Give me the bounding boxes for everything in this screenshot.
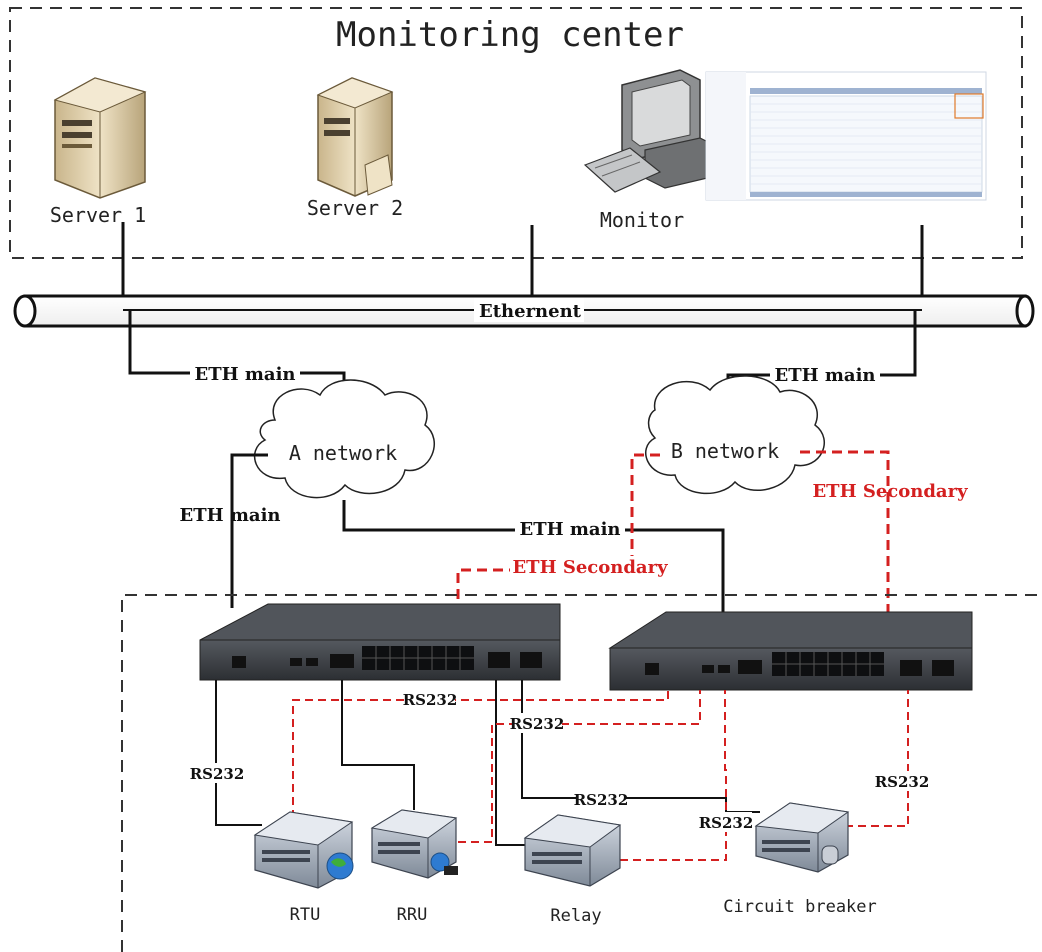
relay-device-icon	[523, 814, 622, 887]
switch-left	[199, 603, 561, 681]
server-1-icon	[53, 77, 147, 199]
monitoring-center-boundary	[9, 7, 1023, 259]
a-network-cloud	[254, 379, 435, 499]
rru-label: RRU	[397, 905, 428, 925]
circuit-breaker-device-icon	[754, 802, 850, 873]
rtu-label: RTU	[290, 905, 321, 925]
ethernet-bus-label: Ethernent	[479, 301, 582, 322]
eth-secondary-label-a: ETH Secondary	[512, 557, 668, 578]
rru-device-icon	[370, 809, 458, 879]
relay-label: Relay	[550, 906, 601, 926]
eth-secondary-label-b: ETH Secondary	[812, 481, 968, 502]
rs232-label-relay: RS232	[574, 791, 629, 809]
monitoring-software-screenshot	[705, 71, 987, 201]
eth-main-label-a-top: ETH main	[194, 364, 295, 385]
b-network-label: B network	[671, 439, 779, 463]
rs232-label-rtu: RS232	[190, 765, 245, 783]
rs232-label-mid: RS232	[510, 715, 565, 733]
monitor-icon	[583, 69, 721, 193]
switch-right	[608, 611, 973, 691]
rs232-label-right: RS232	[875, 773, 930, 791]
server-1-label: Server 1	[50, 203, 146, 227]
eth-main-label-mid: ETH main	[519, 519, 620, 540]
monitoring-center-title: Monitoring center	[336, 15, 684, 55]
eth-main-label-a-left: ETH main	[179, 505, 280, 526]
b-network-cloud	[644, 375, 825, 495]
rtu-device-icon	[253, 811, 354, 889]
field-zone-boundary	[121, 594, 1042, 952]
server-2-icon	[316, 77, 394, 197]
a-network-label: A network	[289, 441, 397, 465]
circuit-breaker-label: Circuit breaker	[723, 897, 877, 917]
rs232-label-breaker: RS232	[699, 814, 754, 832]
monitor-label: Monitor	[600, 208, 684, 232]
server-2-label: Server 2	[307, 196, 403, 220]
eth-main-label-b-top: ETH main	[774, 365, 875, 386]
rs232-label-top: RS232	[403, 691, 458, 709]
